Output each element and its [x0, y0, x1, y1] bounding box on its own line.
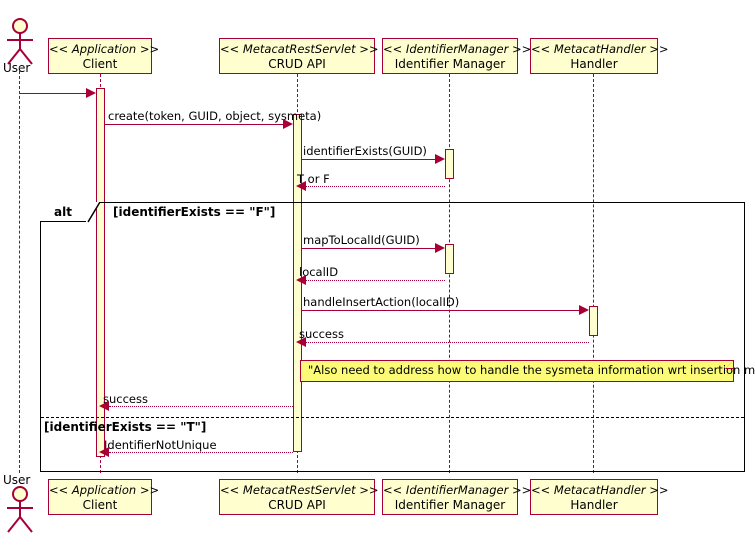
participant-client-top[interactable]: << Application >> Client	[48, 38, 160, 74]
message-arrowhead-local-id	[296, 275, 306, 285]
message-label-map-to-local-id: mapToLocalId(GUID)	[303, 233, 420, 247]
message-label-handle-insert-action: handleInsertAction(localID)	[303, 295, 460, 309]
participant-name: Identifier Manager	[394, 497, 506, 512]
actor-label-top: User	[3, 61, 31, 75]
message-line-identifier-not-unique	[109, 452, 293, 453]
participant-stereotype: << MetacatHandler >>	[531, 483, 669, 497]
participant-name: Handler	[570, 497, 618, 512]
message-line-local-id	[306, 280, 445, 281]
participant-stereotype: << MetacatRestServlet >>	[220, 42, 379, 56]
message-label-create: create(token, GUID, object, sysmeta)	[108, 109, 322, 123]
message-line-identifier-exists	[302, 159, 440, 160]
message-arrowhead-success-handler	[296, 337, 306, 347]
participant-name: CRUD API	[268, 497, 326, 512]
actor-icon-bottom	[7, 486, 33, 533]
participant-stereotype: << MetacatRestServlet >>	[220, 483, 379, 497]
actor-label-bottom: User	[3, 473, 31, 487]
participant-client-bottom[interactable]: << Application >> Client	[48, 479, 160, 515]
participant-identifier-manager-top[interactable]: << IdentifierManager >> Identifier Manag…	[382, 38, 532, 74]
alt-fragment-operator-label: alt	[54, 205, 72, 219]
participant-name: Identifier Manager	[394, 56, 506, 71]
message-label-identifier-exists: identifierExists(GUID)	[303, 144, 427, 158]
participant-identifier-manager-bottom[interactable]: << IdentifierManager >> Identifier Manag…	[382, 479, 532, 515]
message-arrowhead-identifier-not-unique	[99, 447, 109, 457]
alt-fragment-tab-corner-icon	[86, 202, 101, 223]
message-label-identifier-not-unique: IdentifierNotUnique	[104, 438, 217, 452]
message-arrowhead-create	[283, 119, 293, 129]
message-arrowhead-success-client	[99, 401, 109, 411]
activation-identifier-manager-2	[445, 244, 454, 274]
message-line-handle-insert-action	[302, 310, 584, 311]
alt-branch-divider	[41, 417, 744, 418]
participant-crud-api-bottom[interactable]: << MetacatRestServlet >> CRUD API	[219, 479, 379, 515]
note-fold-inner-icon	[726, 361, 733, 368]
participant-handler-top[interactable]: << MetacatHandler >> Handler	[530, 38, 669, 74]
message-line-success-client	[109, 406, 293, 407]
participant-stereotype: << IdentifierManager >>	[383, 483, 532, 497]
message-line-map-to-local-id	[302, 248, 440, 249]
message-arrowhead-t-or-f	[296, 181, 306, 191]
message-arrowhead-user-to-client	[86, 88, 96, 98]
message-arrowhead-identifier-exists	[435, 154, 445, 164]
message-line-user-to-client	[19, 93, 91, 94]
activation-identifier-manager-1	[445, 149, 454, 179]
participant-name: Client	[82, 56, 118, 71]
participant-name: Handler	[570, 56, 618, 71]
participant-stereotype: << MetacatHandler >>	[531, 42, 669, 56]
participant-stereotype: << Application >>	[49, 42, 160, 56]
alt-branch-condition-2: [identifierExists == "T"]	[44, 420, 207, 434]
message-arrowhead-handle-insert-action	[579, 305, 589, 315]
lifeline-handler	[593, 74, 594, 473]
participant-stereotype: << Application >>	[49, 483, 160, 497]
alt-fragment	[40, 202, 745, 472]
actor-icon-top	[7, 18, 33, 65]
message-line-t-or-f	[306, 186, 445, 187]
message-label-success-client: success	[103, 392, 148, 406]
activation-handler	[589, 306, 598, 336]
alt-branch-condition-1: [identifierExists == "F"]	[113, 205, 276, 219]
participant-stereotype: << IdentifierManager >>	[383, 42, 532, 56]
message-label-local-id: localID	[299, 265, 339, 279]
message-label-success-handler: success	[299, 327, 344, 341]
participant-name: CRUD API	[268, 56, 326, 71]
message-line-create	[105, 124, 288, 125]
note-sysmeta: "Also need to address how to handle the …	[300, 360, 755, 382]
message-arrowhead-map-to-local-id	[435, 243, 445, 253]
participant-crud-api-top[interactable]: << MetacatRestServlet >> CRUD API	[219, 38, 379, 74]
participant-name: Client	[82, 497, 118, 512]
participant-handler-bottom[interactable]: << MetacatHandler >> Handler	[530, 479, 669, 515]
lifeline-user	[19, 66, 20, 473]
message-line-success-handler	[306, 342, 589, 343]
